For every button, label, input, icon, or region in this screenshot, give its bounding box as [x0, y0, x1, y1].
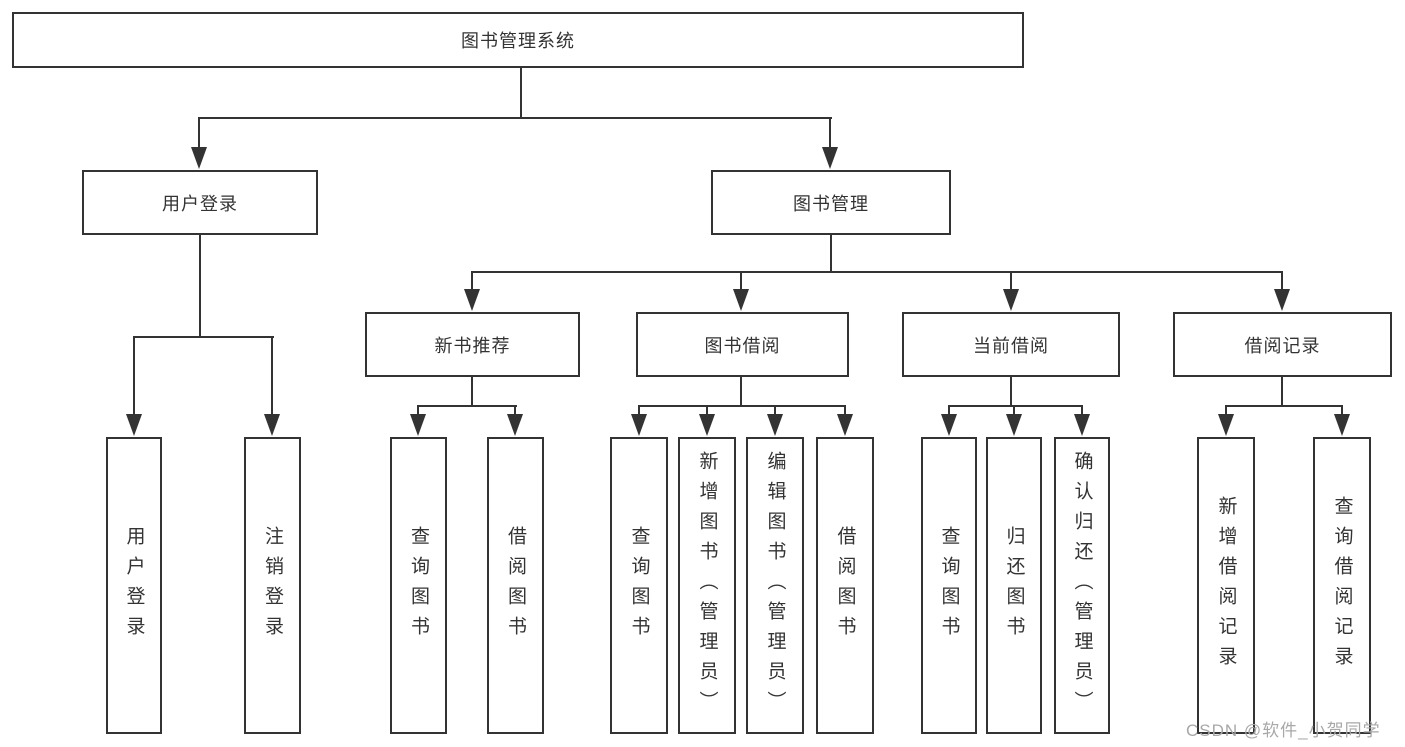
arrow-down-icon	[631, 414, 647, 436]
connector-line	[198, 117, 832, 119]
connector-line	[740, 271, 742, 293]
connector-line	[199, 235, 201, 338]
connector-line	[1013, 405, 1015, 418]
node-book-borrowing: 图书借阅	[636, 312, 849, 377]
leaf-logout-login: 注销登录	[244, 437, 301, 734]
node-label: 编辑图书（管理员）	[764, 450, 786, 721]
connector-line	[1225, 405, 1227, 418]
node-label: 借阅图书	[834, 525, 856, 646]
node-new-book-recommendation: 新书推荐	[365, 312, 580, 377]
connector-line	[133, 336, 135, 418]
connector-line	[830, 235, 832, 273]
connector-line	[471, 271, 473, 293]
node-current-borrowing: 当前借阅	[902, 312, 1120, 377]
connector-line	[740, 377, 742, 407]
leaf-query-books-current: 查询图书	[921, 437, 977, 734]
connector-line	[844, 405, 846, 418]
node-label: 当前借阅	[973, 335, 1049, 356]
arrow-down-icon	[837, 414, 853, 436]
arrow-down-icon	[822, 147, 838, 169]
leaf-borrow-books-recommend: 借阅图书	[487, 437, 544, 734]
connector-line	[417, 405, 419, 418]
leaf-add-borrow-record: 新增借阅记录	[1197, 437, 1255, 734]
connector-line	[1081, 405, 1083, 418]
connector-line	[638, 405, 846, 407]
node-user-login: 用户登录	[82, 170, 318, 235]
node-label: 新书推荐	[434, 335, 511, 356]
node-label: 借阅记录	[1244, 335, 1321, 356]
node-label: 用户登录	[123, 525, 145, 646]
leaf-query-books-borrowing: 查询图书	[610, 437, 668, 734]
node-label: 图书管理	[793, 193, 869, 214]
node-label: 借阅图书	[505, 525, 526, 646]
connector-line	[1225, 405, 1343, 407]
arrow-down-icon	[1274, 289, 1290, 311]
node-borrowing-records: 借阅记录	[1173, 312, 1392, 377]
connector-line	[271, 336, 273, 418]
leaf-borrow-books: 借阅图书	[816, 437, 874, 734]
arrow-down-icon	[941, 414, 957, 436]
arrow-down-icon	[410, 414, 426, 436]
watermark: CSDN @软件_小贺同学	[1186, 721, 1381, 740]
node-label: 归还图书	[1003, 525, 1025, 646]
node-label: 图书借阅	[704, 335, 781, 356]
node-label: 查询图书	[408, 525, 429, 646]
arrow-down-icon	[1334, 414, 1350, 436]
connector-line	[948, 405, 950, 418]
arrow-down-icon	[699, 414, 715, 436]
leaf-user-login: 用户登录	[106, 437, 162, 734]
node-label: 查询借阅记录	[1331, 495, 1353, 676]
leaf-query-books-recommend: 查询图书	[390, 437, 447, 734]
node-label: 新增借阅记录	[1215, 495, 1237, 676]
arrow-down-icon	[1218, 414, 1234, 436]
arrow-down-icon	[767, 414, 783, 436]
connector-line	[198, 117, 200, 151]
connector-line	[471, 377, 473, 407]
leaf-return-books: 归还图书	[986, 437, 1042, 734]
arrow-down-icon	[264, 414, 280, 436]
arrow-down-icon	[464, 289, 480, 311]
node-label: 确认归还（管理员）	[1071, 450, 1093, 721]
node-label: 查询图书	[628, 525, 650, 646]
connector-line	[1281, 377, 1283, 407]
leaf-query-borrow-record: 查询借阅记录	[1313, 437, 1371, 734]
node-label: 注销登录	[262, 525, 283, 646]
connector-line	[829, 117, 831, 151]
connector-line	[514, 405, 516, 418]
connector-line	[520, 68, 522, 119]
arrow-down-icon	[1003, 289, 1019, 311]
arrow-down-icon	[733, 289, 749, 311]
connector-line	[774, 405, 776, 418]
connector-line	[133, 336, 274, 338]
connector-line	[948, 405, 1083, 407]
leaf-add-book-admin: 新增图书（管理员）	[678, 437, 736, 734]
arrow-down-icon	[191, 147, 207, 169]
connector-line	[1341, 405, 1343, 418]
node-book-management: 图书管理	[711, 170, 951, 235]
arrow-down-icon	[1074, 414, 1090, 436]
arrow-down-icon	[1006, 414, 1022, 436]
connector-line	[706, 405, 708, 418]
arrow-down-icon	[126, 414, 142, 436]
node-label: 用户登录	[162, 193, 238, 214]
node-label: 新增图书（管理员）	[696, 450, 718, 721]
connector-line	[1010, 377, 1012, 407]
connector-line	[638, 405, 640, 418]
node-label: 查询图书	[938, 525, 960, 646]
leaf-confirm-return-admin: 确认归还（管理员）	[1054, 437, 1110, 734]
connector-line	[1010, 271, 1012, 293]
connector-line	[1281, 271, 1283, 293]
connector-line	[471, 271, 1283, 273]
node-library-management-system: 图书管理系统	[12, 12, 1024, 68]
leaf-edit-book-admin: 编辑图书（管理员）	[746, 437, 804, 734]
arrow-down-icon	[507, 414, 523, 436]
node-label: 图书管理系统	[461, 31, 575, 51]
connector-line	[417, 405, 517, 407]
